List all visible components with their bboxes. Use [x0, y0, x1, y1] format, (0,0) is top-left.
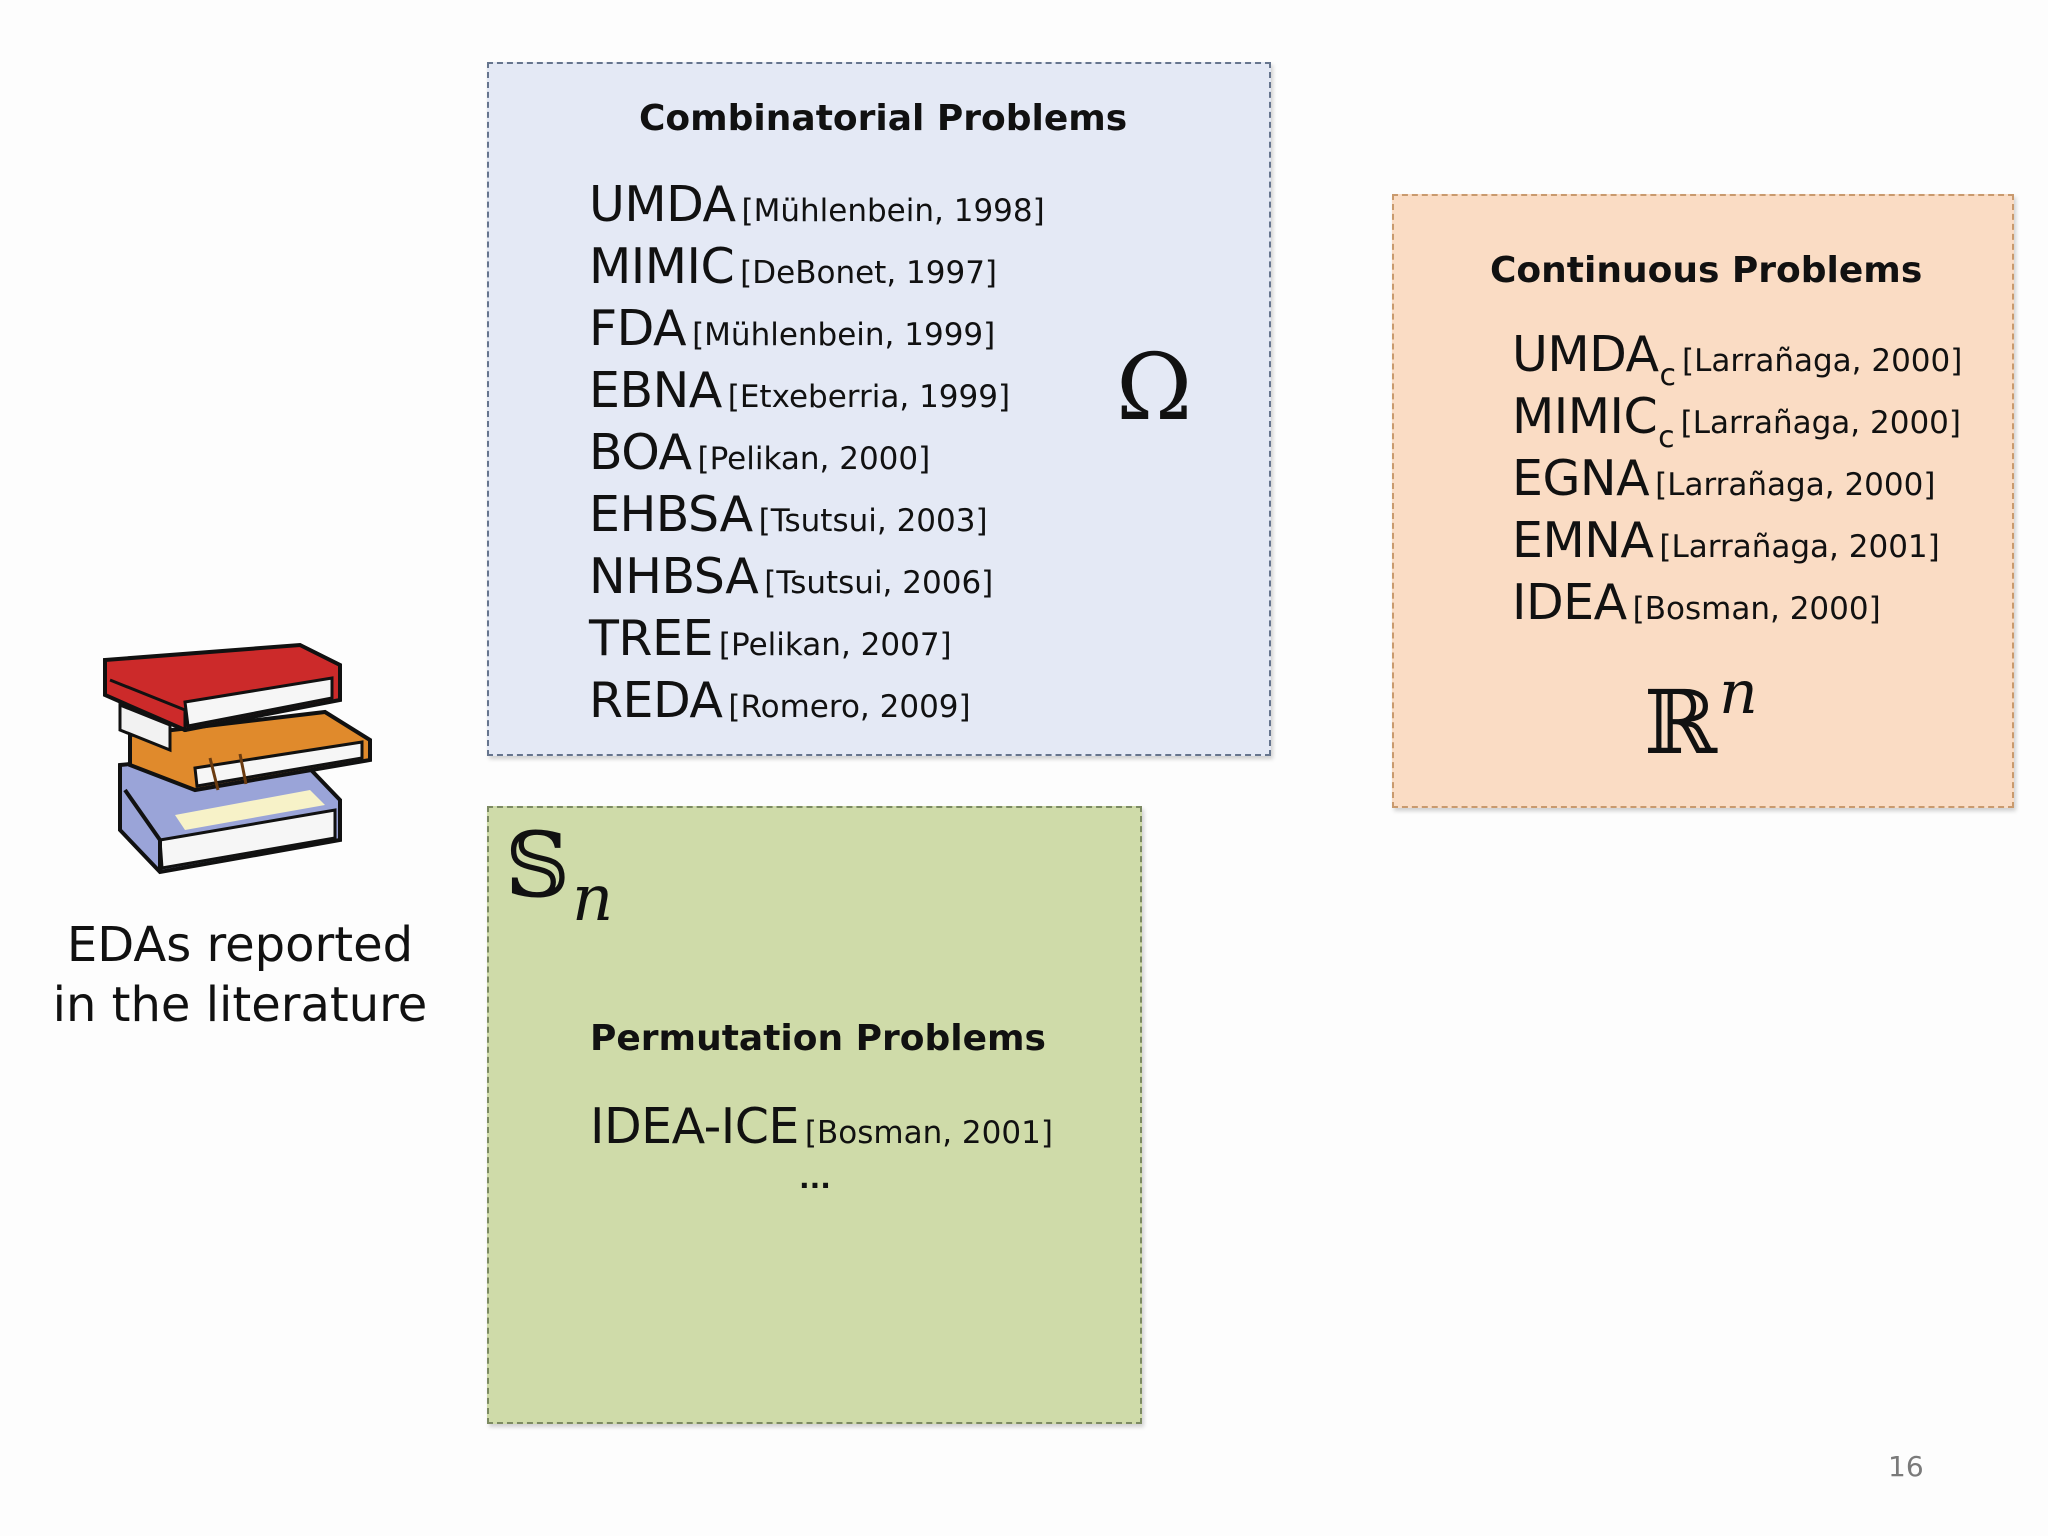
permutation-title: Permutation Problems — [590, 1018, 1046, 1059]
algorithm-reference: [Larrañaga, 2000] — [1655, 467, 1936, 503]
algorithm-reference: [Tsutsui, 2003] — [758, 503, 988, 539]
algorithm-name: TREE — [589, 610, 713, 667]
continuous-algorithm-list: UMDAc[Larrañaga, 2000]MIMICc[Larrañaga, … — [1512, 324, 1962, 634]
page-number: 16 — [1888, 1450, 1924, 1483]
algorithm-item: EGNA[Larrañaga, 2000] — [1512, 448, 1962, 510]
algorithm-reference: [DeBonet, 1997] — [740, 255, 998, 291]
algorithm-reference: [Tsutsui, 2006] — [764, 565, 994, 601]
algorithm-name: EBNA — [589, 362, 722, 419]
caption-line-2: in the literature — [52, 977, 428, 1033]
algorithm-reference: [Pelikan, 2000] — [697, 441, 931, 477]
algorithm-subscript: c — [1659, 358, 1677, 393]
algorithm-name: EMNA — [1512, 512, 1654, 569]
permutation-ellipsis: ... — [799, 1162, 831, 1195]
algorithm-reference: [Larrañaga, 2000] — [1680, 405, 1961, 441]
algorithm-item: UMDA[Mühlenbein, 1998] — [589, 174, 1045, 236]
algorithm-item: EMNA[Larrañaga, 2001] — [1512, 510, 1962, 572]
continuous-title: Continuous Problems — [1490, 250, 1923, 291]
algorithm-reference: [Larrañaga, 2000] — [1682, 343, 1963, 379]
algorithm-name: BOA — [589, 424, 692, 481]
real-space-symbol: ℝn — [1644, 658, 1758, 774]
continuous-problems-box: Continuous Problems UMDAc[Larrañaga, 200… — [1392, 194, 2014, 808]
stack-of-books-icon — [103, 642, 372, 875]
algorithm-item: EHBSA[Tsutsui, 2003] — [589, 484, 1045, 546]
algorithm-reference: [Mühlenbein, 1999] — [692, 317, 996, 353]
algorithm-item: MIMIC[DeBonet, 1997] — [589, 236, 1045, 298]
algorithm-reference: [Bosman, 2000] — [1632, 591, 1881, 627]
algorithm-name: MIMIC — [1512, 388, 1658, 445]
algorithm-reference: [Mühlenbein, 1998] — [741, 193, 1045, 229]
algorithm-item: REDA[Romero, 2009] — [589, 670, 1045, 732]
algorithm-reference: [Pelikan, 2007] — [718, 627, 952, 663]
algorithm-item: UMDAc[Larrañaga, 2000] — [1512, 324, 1963, 393]
algorithm-reference: [Romero, 2009] — [728, 689, 971, 725]
combinatorial-title: Combinatorial Problems — [639, 98, 1128, 139]
algorithm-item: MIMICc[Larrañaga, 2000] — [1512, 386, 1962, 455]
omega-symbol: Ω — [1116, 334, 1193, 441]
permutation-problems-box: 𝕊n Permutation Problems IDEA-ICE[Bosman,… — [487, 806, 1142, 1424]
algorithm-item: TREE[Pelikan, 2007] — [589, 608, 1045, 670]
algorithm-reference: [Etxeberria, 1999] — [727, 379, 1011, 415]
combinatorial-algorithm-list: UMDA[Mühlenbein, 1998]MIMIC[DeBonet, 199… — [589, 174, 1045, 732]
symmetric-symbol-base: 𝕊 — [505, 813, 570, 918]
algorithm-reference: [Bosman, 2001] — [804, 1115, 1053, 1151]
algorithm-name: MIMIC — [589, 238, 735, 295]
algorithm-name: UMDA — [589, 176, 736, 233]
books-caption: EDAs reported in the literature — [40, 915, 440, 1035]
algorithm-name: REDA — [589, 672, 723, 729]
combinatorial-problems-box: Combinatorial Problems UMDA[Mühlenbein, … — [487, 62, 1271, 756]
algorithm-name: IDEA-ICE — [590, 1098, 799, 1155]
algorithm-item: IDEA[Bosman, 2000] — [1512, 572, 1962, 634]
algorithm-name: EHBSA — [589, 486, 753, 543]
algorithm-item: EBNA[Etxeberria, 1999] — [589, 360, 1045, 422]
symmetric-symbol-subscript: n — [572, 862, 614, 936]
algorithm-name: FDA — [589, 300, 687, 357]
algorithm-name: NHBSA — [589, 548, 759, 605]
algorithm-name: UMDA — [1512, 326, 1659, 383]
algorithm-name: EGNA — [1512, 450, 1650, 507]
algorithm-subscript: c — [1658, 420, 1675, 455]
real-symbol-base: ℝ — [1644, 671, 1718, 774]
red-book — [103, 642, 342, 753]
algorithm-name: IDEA — [1512, 574, 1627, 631]
algorithm-reference: [Larrañaga, 2001] — [1659, 529, 1940, 565]
caption-line-1: EDAs reported — [66, 917, 414, 973]
algorithm-item: FDA[Mühlenbein, 1999] — [589, 298, 1045, 360]
algorithm-item: BOA[Pelikan, 2000] — [589, 422, 1045, 484]
symmetric-group-symbol: 𝕊n — [505, 813, 613, 936]
orange-book — [128, 709, 372, 793]
algorithm-item: IDEA-ICE[Bosman, 2001] — [590, 1096, 1053, 1158]
algorithm-item: NHBSA[Tsutsui, 2006] — [589, 546, 1045, 608]
real-symbol-exponent: n — [1719, 658, 1758, 728]
permutation-algorithm-list: IDEA-ICE[Bosman, 2001] — [590, 1096, 1053, 1158]
